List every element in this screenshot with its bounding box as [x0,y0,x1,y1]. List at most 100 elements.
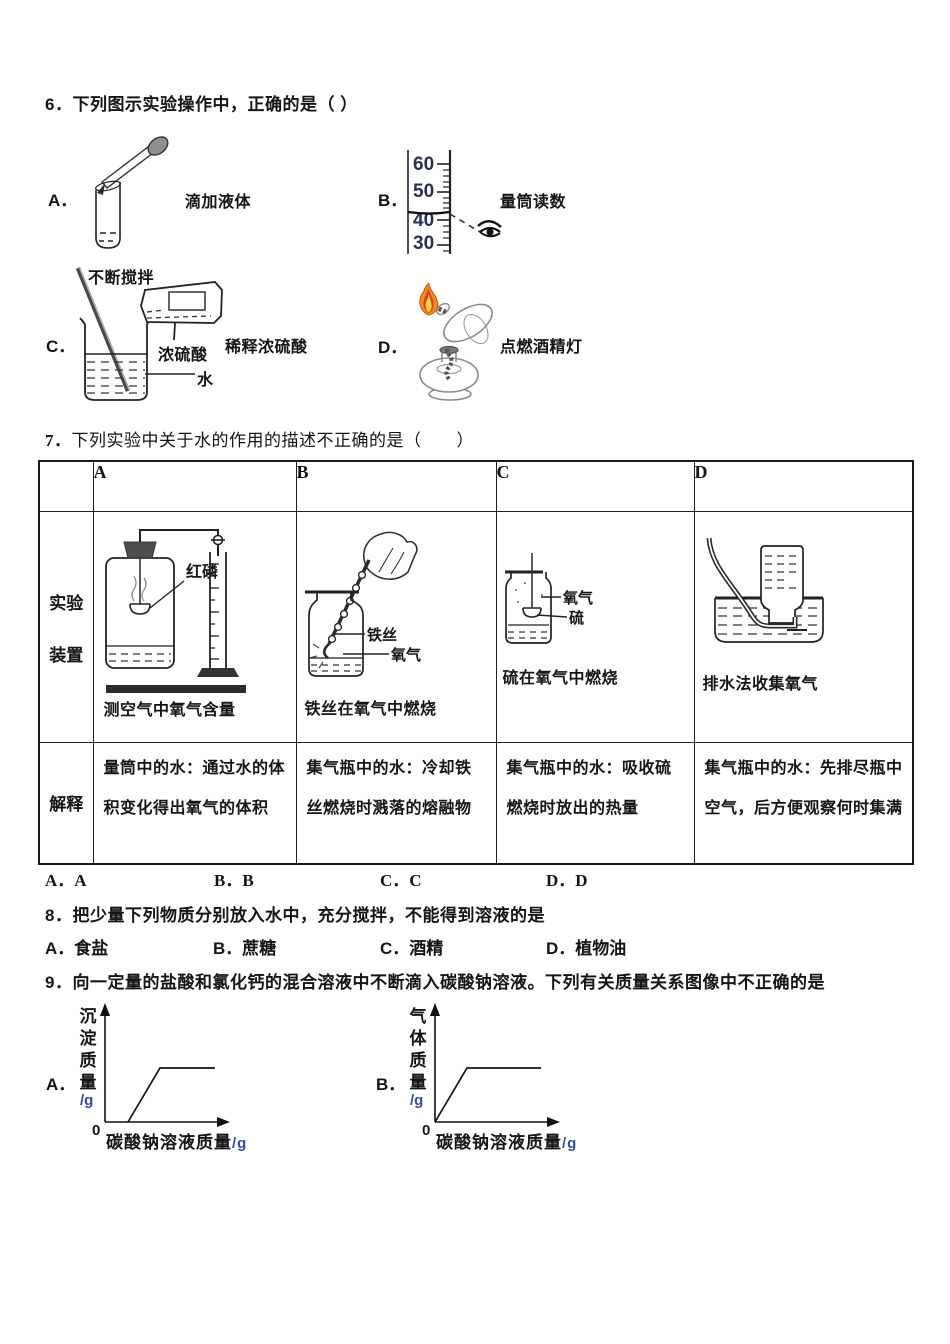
q8-number: 8． [45,906,73,925]
q7-rowhead-apparatus: 实验 装置 [38,510,94,743]
test-tube [95,182,121,249]
q7-stem: 7．下列实验中关于水的作用的描述不正确的是（ ） [45,426,474,451]
q7-explain-c-cell: 集气瓶中的水：吸收硫燃烧时放出的热量 [495,741,695,865]
oxygen-label: 氧气 [390,646,421,664]
water-dashes [310,663,361,672]
scale-40: 40 [413,210,434,231]
q8-stem: 8．把少量下列物质分别放入水中，充分搅拌，不能得到溶液的是 [45,901,545,926]
q9-chart-a-yunit: /g [80,1092,94,1109]
cylinder-base [196,667,239,677]
meniscus-line [407,210,451,215]
q8-option-b: B．蔗糖 [213,939,277,958]
bottle-label [168,291,206,311]
major-ticks [437,163,450,246]
acid-pointer-line [173,322,176,341]
alcohol-lamp-figure [419,283,493,401]
dilute-acid-figure [75,267,223,401]
q9-chart-a-letter: A． [46,1075,76,1094]
gas-bottle [307,591,364,677]
q9-stem: 9．向一定量的盐酸和氯化钙的混合溶液中不断滴入碳酸钠溶液。下列有关质量关系图像中… [45,968,825,993]
q9-chart-b-xlabel: 碳酸钠溶液质量/g [436,1133,578,1152]
curve-a [127,1067,215,1123]
q7-answer-c: C．C [380,871,422,890]
q9-chart-a-origin: 0 [92,1122,101,1139]
q9-chart-a-ylabel: 沉淀质量 [79,1007,97,1092]
q6-stem: 6．下列图示实验操作中，正确的是（ ） [45,90,358,115]
sulfur-label: 硫 [569,609,584,627]
x-axis-arrow [547,1117,560,1127]
combustion-spoon [128,602,151,615]
x-axis-arrow [217,1117,230,1127]
stir-label: 不断搅拌 [88,270,155,287]
upright-lamp-body [419,357,479,393]
q7-explain-a-cell: 量筒中的水：通过水的体积变化得出氧气的体积 [92,741,297,865]
q8-option-d: D．植物油 [546,939,627,958]
q7-apparatus-c-cell: 氧气 硫 硫在氧气中燃烧 [495,510,695,743]
scale-60: 60 [413,154,434,175]
bottle-water-dashes [108,652,171,662]
q6-option-d-caption: 点燃酒精灯 [500,339,583,356]
speckles [514,581,543,603]
q6-option-a-caption: 滴加液体 [185,194,252,211]
hand [362,531,418,580]
q9-number: 9． [45,973,73,992]
q7-col-b: B [295,460,497,512]
eye-icon [477,220,502,238]
q7-apparatus-b-cell: 铁丝 氧气 铁丝在氧气中燃烧 [295,510,497,743]
water-dashes [87,361,145,394]
smoke [130,575,137,601]
q7-apparatus-d-cell: 排水法收集氧气 [693,510,914,743]
red-phosphorus-label: 红磷 [186,562,219,581]
q8-text: 把少量下列物质分别放入水中，充分搅拌，不能得到溶液的是 [72,906,545,925]
curve-b [434,1067,541,1123]
water-displacement-figure [706,537,824,643]
wire-hook [322,642,330,659]
q7-answer-a: A．A [45,871,87,890]
oxygen-label: 氧气 [562,589,593,607]
water-dashes [507,630,549,639]
apparatus-b-caption: 铁丝在氧气中燃烧 [304,700,437,718]
q7-explain-b-cell: 集气瓶中的水：冷却铁丝燃烧时溅落的熔融物 [295,741,497,865]
gas-bottle [504,571,552,644]
sulfur-burning-figure: 氧气 硫 [504,552,593,644]
apparatus-a-caption: 测空气中氧气含量 [103,701,236,719]
q7-col-c: C [495,460,695,512]
q9-chart-b-letter: B． [376,1075,406,1094]
y-axis-arrow [100,1003,110,1016]
q9-text: 向一定量的盐酸和氯化钙的混合溶液中不断滴入碳酸钠溶液。下列有关质量关系图像中不正… [72,973,825,992]
q6-text: 下列图示实验操作中，正确的是（ ） [72,95,358,114]
q7-explain-d-cell: 集气瓶中的水：先排尽瓶中空气，后方便观察何时集满 [693,741,914,865]
tilted-lamp-body [443,303,493,343]
trough [713,597,824,643]
precipitate-mass-chart [100,1003,230,1127]
flame-icon [419,283,439,316]
dropper-tip [97,183,105,195]
measuring-cylinder-figure: 60 50 40 30 [407,150,502,254]
q7-col-a: A [92,460,297,512]
oxygen-content-figure: 红磷 [104,528,246,693]
q8-option-c: C．酒精 [380,939,444,958]
q9-chart-b-yunit: /g [410,1092,424,1109]
q9-chart-b-ylabel: 气体质量 [409,1007,427,1092]
q7-corner-cell [38,460,94,512]
y-axis-arrow [430,1003,440,1016]
minor-ticks [443,169,450,252]
q7-rowhead-explain: 解释 [38,741,94,865]
q7-col-d: D [693,460,914,512]
q8-option-a: A．食盐 [45,939,109,958]
q7-table: A B C D 实验 装置 [38,460,914,865]
q7-apparatus-a-cell: 红磷 测空气中氧气含量 [92,510,297,743]
bench-base [105,684,246,693]
q7-answer-b: B．B [214,871,254,890]
q7-answer-d: D．D [546,871,588,890]
q6-option-d-letter: D． [378,338,408,357]
beaker [84,324,148,401]
combustion-spoon [521,606,542,618]
iron-wire-label: 铁丝 [367,626,397,644]
q6-option-b-caption: 量筒读数 [500,194,567,211]
q7-text: 下列实验中关于水的作用的描述不正确的是（ ） [71,431,474,450]
scale-50: 50 [413,181,434,202]
acid-label: 浓硫酸 [158,347,208,364]
scale-30: 30 [413,233,434,254]
